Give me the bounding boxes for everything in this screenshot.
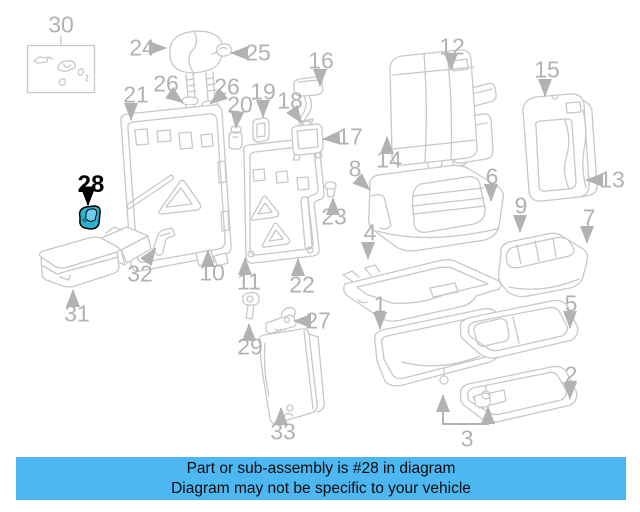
cushion-pad-2 [459,365,578,423]
part-label-27[interactable]: 27 [305,307,331,334]
part-label-14[interactable]: 14 [376,146,402,173]
seat-cushion-8-6 [368,164,505,252]
cushion-foam-5 [459,299,579,359]
banner-line-2: Diagram may not be specific to your vehi… [171,479,471,497]
hinge-cover-33 [258,328,325,425]
clip-23 [324,181,337,198]
armrest-31 [38,236,120,288]
clip-20 [228,125,243,150]
part-label-20[interactable]: 20 [227,91,253,118]
suspension-mat-4 [342,259,502,322]
part-label-22[interactable]: 22 [289,271,315,298]
part-label-7[interactable]: 7 [582,204,596,231]
part-label-33[interactable]: 33 [270,418,296,445]
part-label-13[interactable]: 13 [599,166,625,193]
armrest-bracket-32 [152,227,176,256]
part-label-11[interactable]: 11 [237,268,261,295]
highlighted-part-28[interactable] [78,205,101,230]
hardware-kit-box-30 [26,35,96,94]
part-label-31[interactable]: 31 [64,300,90,327]
part-label-2[interactable]: 2 [564,361,578,388]
part-label-8[interactable]: 8 [348,155,362,182]
part-label-9[interactable]: 9 [514,192,528,219]
banner-line-1: Part or sub-assembly is #28 in diagram [186,460,456,477]
latch-housing-17 [291,120,324,161]
part-label-18[interactable]: 18 [277,87,303,114]
part-label-26-right[interactable]: 26 [214,73,240,100]
part-label-19[interactable]: 19 [250,78,276,105]
guide-19 [252,117,270,143]
latch-27 [265,307,297,342]
seat-back-14 [389,49,478,166]
headrest-24 [169,30,224,101]
hook-29 [241,291,260,320]
part-label-25[interactable]: 25 [245,39,271,66]
part-label-29[interactable]: 29 [237,333,263,360]
seat-cushion-9-7 [497,232,589,298]
callout-arrows [66,41,603,425]
part-label-32[interactable]: 32 [127,260,153,287]
part-label-16[interactable]: 16 [308,47,334,74]
part-label-10[interactable]: 10 [199,259,225,286]
part-label-17[interactable]: 17 [337,123,363,150]
part-label-5[interactable]: 5 [564,290,578,317]
seat-back-panel-21-10 [98,104,232,272]
part-label-15[interactable]: 15 [534,56,560,83]
seat-back-15-13 [522,93,598,202]
part-label-23[interactable]: 23 [321,203,347,230]
part-label-21[interactable]: 21 [123,81,149,108]
seat-back-panel-11-22 [242,137,325,264]
part-label-3[interactable]: 3 [460,425,474,452]
part-label-26-left[interactable]: 26 [153,70,179,97]
part-label-4[interactable]: 4 [363,219,377,246]
part-label-1[interactable]: 1 [373,291,387,318]
part-label-30[interactable]: 30 [48,11,74,38]
part-label-28-highlighted[interactable]: 28 [77,171,105,198]
part-label-24[interactable]: 24 [129,34,155,61]
part-label-12[interactable]: 12 [439,33,465,60]
info-banner: Part or sub-assembly is #28 in diagram D… [16,457,626,500]
part-label-6[interactable]: 6 [485,163,499,190]
